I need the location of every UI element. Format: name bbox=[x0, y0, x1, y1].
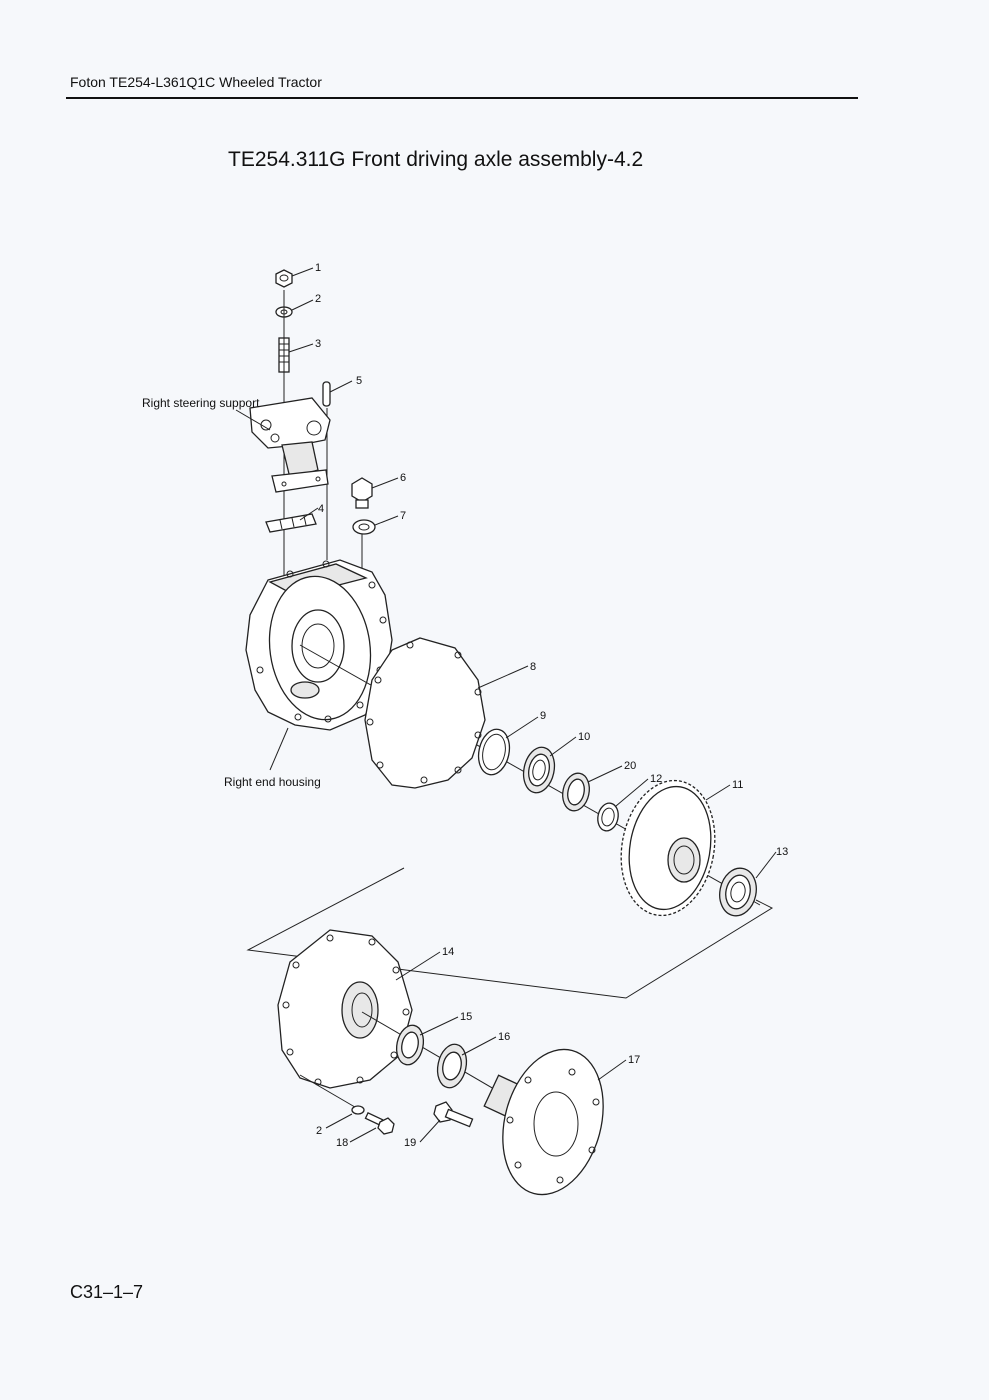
callout-7: 7 bbox=[400, 510, 406, 522]
part-9-ring-inner bbox=[482, 733, 506, 771]
part-9-ring bbox=[477, 728, 511, 776]
part-10-bearing bbox=[522, 746, 556, 794]
callout-3: 3 bbox=[315, 338, 321, 350]
page-title: TE254.311G Front driving axle assembly-4… bbox=[228, 148, 644, 171]
callout-15: 15 bbox=[460, 1011, 472, 1023]
leader-lines bbox=[235, 267, 777, 1143]
callout-12: 12 bbox=[650, 773, 662, 785]
callout-2: 2 bbox=[315, 293, 321, 305]
part-11-ring-gear bbox=[620, 779, 716, 917]
part-1-nut bbox=[275, 269, 293, 288]
assembly-link-line bbox=[246, 867, 774, 999]
callout-2-lower: 2 bbox=[316, 1125, 322, 1137]
part-14-cover bbox=[277, 929, 413, 1089]
right-steering-support bbox=[249, 397, 331, 493]
part-7-washer bbox=[352, 519, 376, 535]
callout-13: 13 bbox=[776, 846, 788, 858]
callout-9: 9 bbox=[540, 710, 546, 722]
part-8-gasket bbox=[364, 637, 486, 789]
bolt-18-axis bbox=[299, 1074, 361, 1111]
part-12-ring bbox=[597, 802, 619, 832]
callout-11: 11 bbox=[732, 779, 743, 791]
part-5-pin bbox=[322, 381, 331, 407]
callout-20: 20 bbox=[624, 760, 636, 772]
part-17-flange-shaft bbox=[483, 1048, 604, 1196]
part-20-spacer bbox=[562, 772, 590, 812]
callout-1: 1 bbox=[315, 262, 321, 274]
callout-14: 14 bbox=[442, 946, 454, 958]
callout-6: 6 bbox=[400, 472, 406, 484]
callout-5: 5 bbox=[356, 375, 362, 387]
part-19-stud bbox=[433, 1101, 474, 1128]
part-4-shim bbox=[265, 513, 317, 533]
label-right-steering-support: Right steering support bbox=[142, 396, 260, 410]
header-rule bbox=[66, 97, 858, 99]
right-end-housing bbox=[245, 559, 393, 731]
callout-10: 10 bbox=[578, 731, 590, 743]
part-15-seal bbox=[395, 1024, 425, 1066]
label-right-end-housing: Right end housing bbox=[224, 775, 321, 789]
part-16-seal bbox=[436, 1043, 468, 1089]
part-6-plug bbox=[351, 477, 373, 509]
callout-4: 4 bbox=[318, 503, 324, 515]
part-13-bearing bbox=[719, 867, 757, 917]
part-2-lower-washer bbox=[351, 1105, 365, 1115]
callout-18: 18 bbox=[336, 1137, 348, 1149]
callout-16: 16 bbox=[498, 1031, 510, 1043]
callout-8: 8 bbox=[530, 661, 536, 673]
callout-19: 19 bbox=[404, 1137, 416, 1149]
callout-17: 17 bbox=[628, 1054, 640, 1066]
page-number: C31–1–7 bbox=[70, 1282, 144, 1302]
document-header: Foton TE254-L361Q1C Wheeled Tractor bbox=[70, 74, 322, 90]
part-18-bolt bbox=[364, 1112, 395, 1135]
